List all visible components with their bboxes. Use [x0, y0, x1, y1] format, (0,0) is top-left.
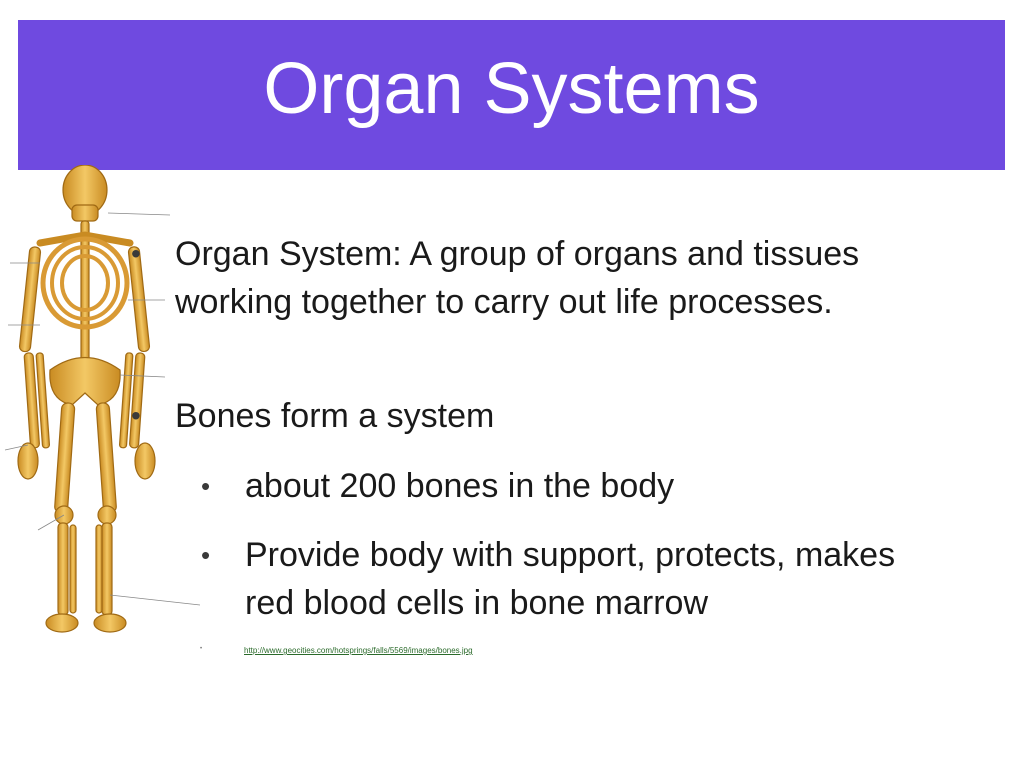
title-bar: Organ Systems: [18, 20, 1005, 170]
bullet-dot: •: [131, 400, 141, 431]
sub-bullet-bone-functions: • Provide body with support, protects, m…: [201, 531, 945, 627]
sub-bullet-bone-count: • about 200 bones in the body: [201, 462, 945, 510]
source-link[interactable]: http://www.geocities.com/hotsprings/fall…: [244, 646, 473, 655]
sub-bullet-text: about 200 bones in the body: [245, 467, 675, 505]
slide-title: Organ Systems: [263, 49, 760, 129]
skeleton-illustration: [4, 165, 201, 633]
source-bullet-dot: •: [200, 646, 203, 652]
sub-bullet-text: Provide body with support, protects, mak…: [245, 536, 896, 622]
bullet-text: Organ System: A group of organs and tiss…: [175, 235, 860, 321]
bullet-dot: •: [131, 238, 141, 269]
bullet-dot: •: [201, 471, 211, 501]
bullet-bones-system: • Bones form a system: [131, 392, 915, 440]
bullet-dot: •: [201, 540, 211, 570]
bullet-organ-system: • Organ System: A group of organs and ti…: [131, 230, 915, 326]
bullet-text: Bones form a system: [175, 397, 495, 435]
